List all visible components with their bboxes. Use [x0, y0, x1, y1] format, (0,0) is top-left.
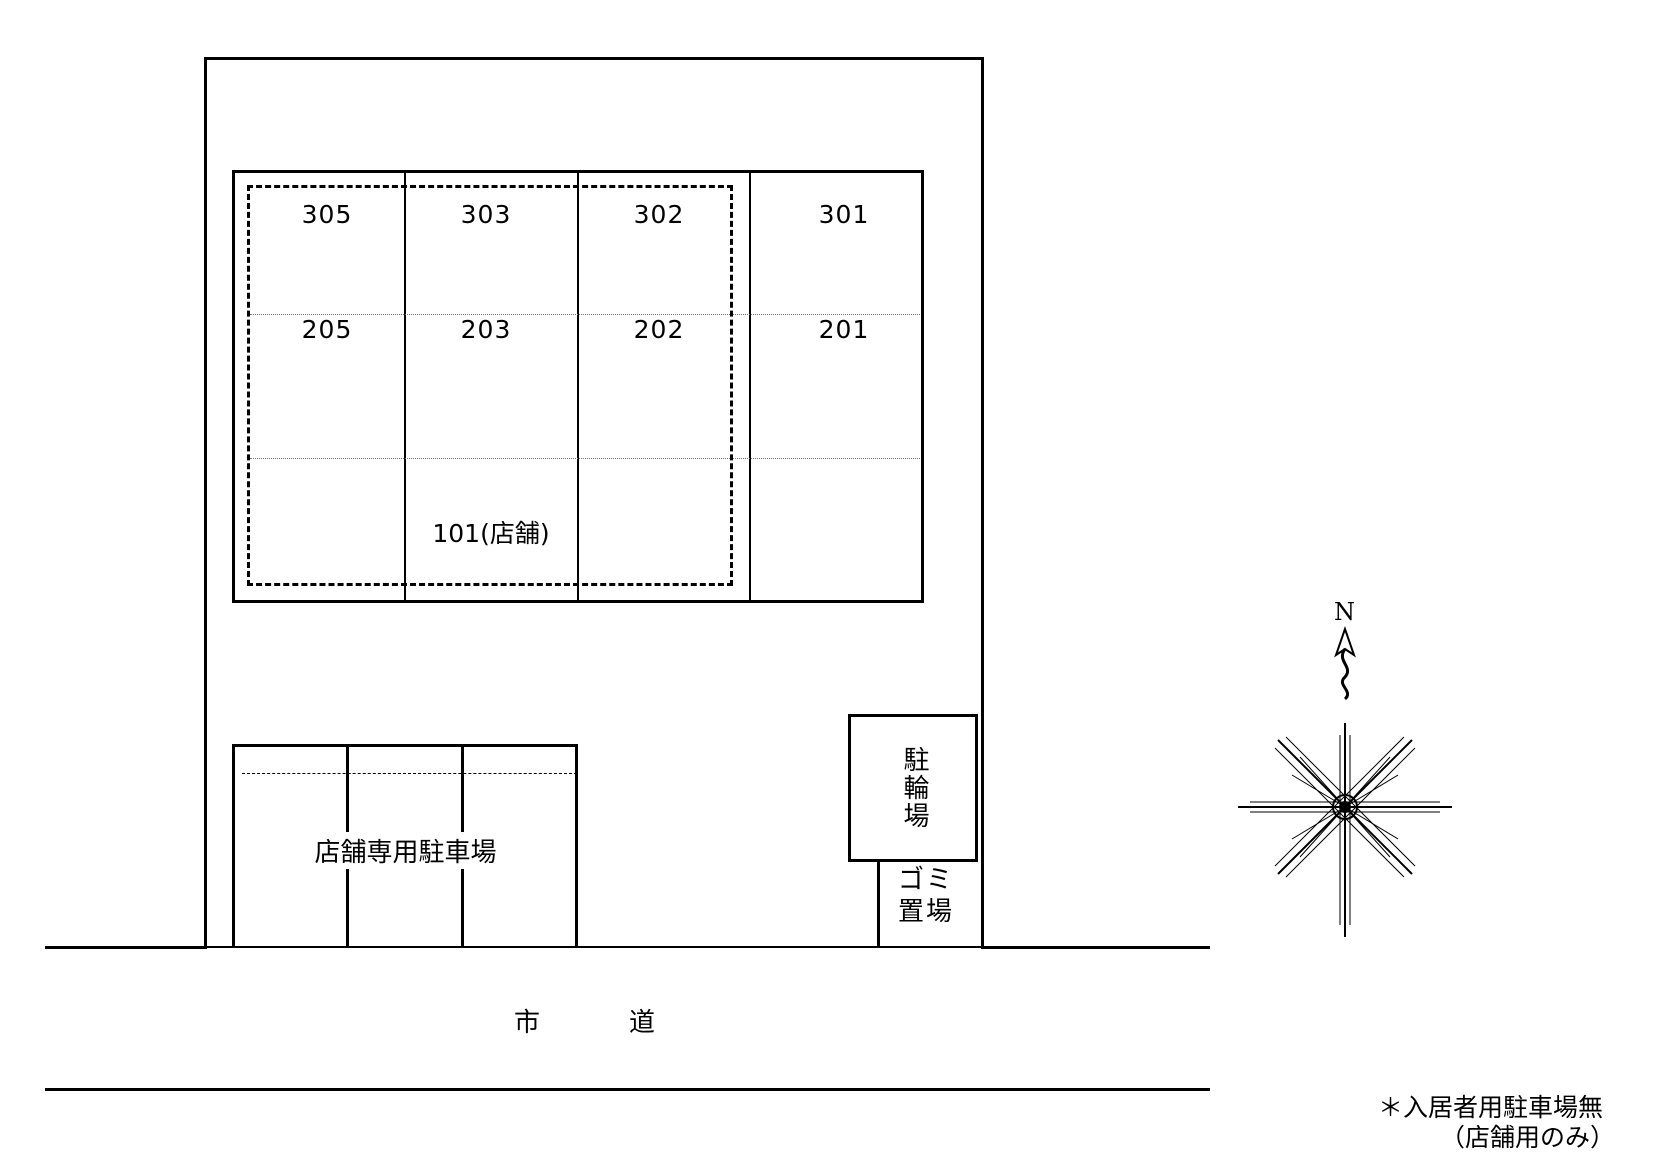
bicycle-parking: [848, 714, 978, 862]
road-edge-top-left: [45, 946, 207, 949]
shop-parking: [232, 744, 578, 948]
unit-303: 303: [460, 200, 512, 229]
building-divider-1: [404, 172, 406, 602]
note-line-1: ＊入居者用駐車場無: [1378, 1093, 1604, 1122]
building-divider-2: [577, 172, 579, 602]
floor-line-3-2: [250, 314, 920, 315]
unit-101-shop: 101(店舗): [406, 514, 576, 550]
unit-302: 302: [633, 200, 685, 229]
road-edge-top-right: [981, 946, 1210, 949]
garbage-area-label: ゴミ置場: [898, 865, 955, 927]
shop-dashed-outline: [247, 185, 733, 586]
road-edge-top-middle: [207, 946, 984, 948]
unit-203: 203: [460, 315, 512, 344]
road-label-left: 市: [513, 1008, 540, 1038]
unit-205: 205: [301, 315, 353, 344]
note-line-2: （店舗用のみ）: [1440, 1123, 1616, 1152]
unit-202: 202: [633, 315, 685, 344]
unit-305: 305: [301, 200, 353, 229]
compass-rose-icon: [1238, 625, 1452, 937]
parking-dashed-line: [242, 773, 577, 774]
compass-north-label: N: [1334, 598, 1355, 626]
unit-301: 301: [818, 200, 870, 229]
garbage-area-left: [877, 862, 880, 948]
site-boundary-right: [981, 57, 984, 949]
bicycle-parking-label: 駐輪場: [899, 746, 929, 830]
unit-201: 201: [818, 315, 870, 344]
building-divider-3: [749, 172, 751, 602]
floor-line-2-1: [250, 458, 920, 459]
road-edge-bottom: [45, 1088, 1210, 1091]
site-boundary-left: [204, 57, 207, 949]
site-boundary-top: [204, 57, 984, 60]
road-label-right: 道: [628, 1008, 655, 1038]
shop-parking-label: 店舗専用駐車場: [298, 832, 513, 869]
